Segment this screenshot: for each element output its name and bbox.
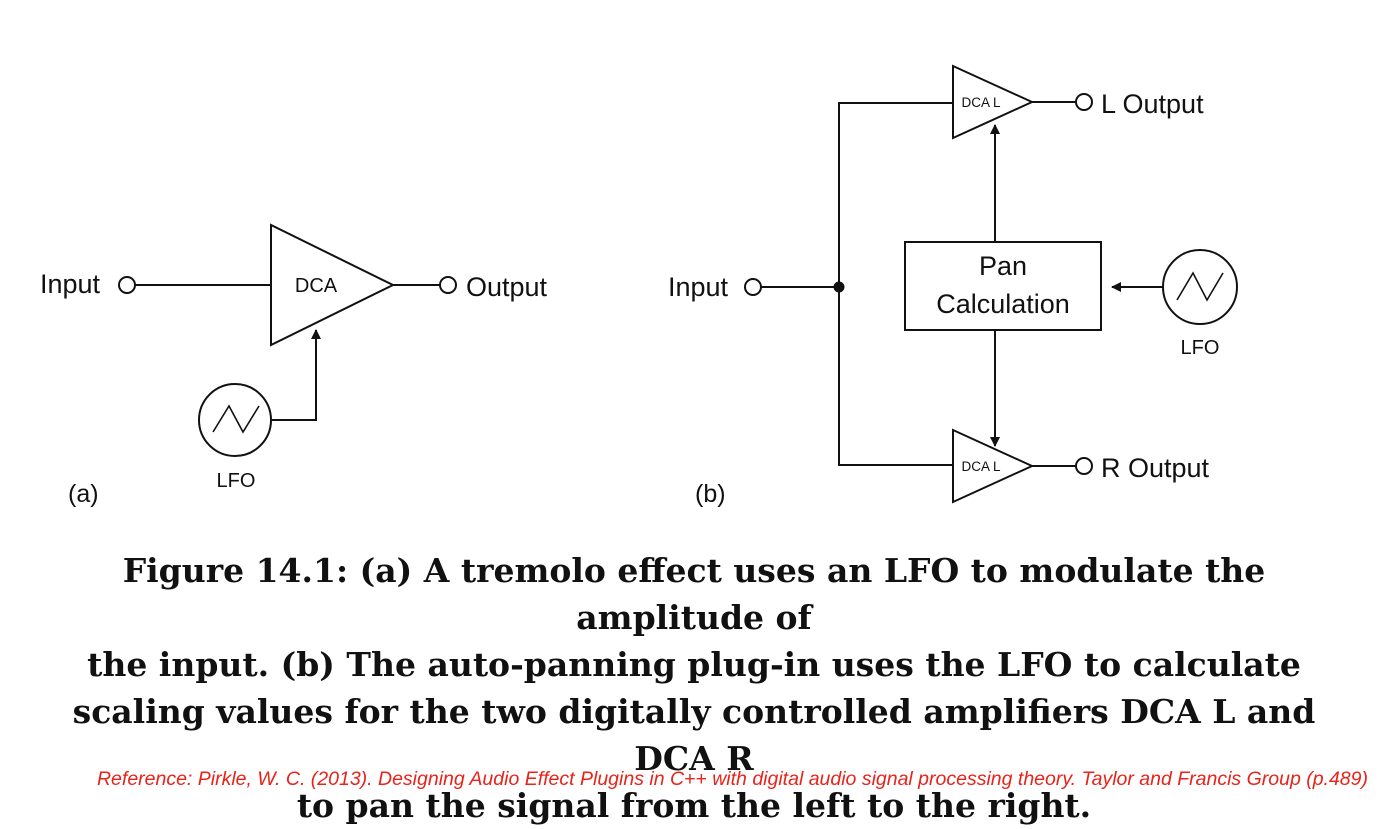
input-jack-b: [744, 278, 762, 296]
dca-r-amplifier: [952, 428, 1035, 504]
input-jack-a: [118, 276, 136, 294]
pan-label-line2: Calculation: [936, 289, 1070, 319]
lfo-control-wire-a: [271, 329, 321, 421]
diagram-a: [118, 223, 457, 457]
input-label-b: Input: [668, 272, 729, 302]
lfo-wave-b: [1176, 271, 1224, 302]
dca-label-a: DCA: [295, 275, 338, 297]
dca-l-label: DCA L: [961, 95, 1001, 110]
caption-line-2: the input. (b) The auto-panning plug-in …: [87, 645, 1301, 684]
dca-amplifier-a: [270, 223, 396, 347]
caption-line-3: scaling values for the two digitally con…: [72, 692, 1316, 778]
lfo-oscillator-a: [198, 383, 272, 457]
reference-citation: Reference: Pirkle, W. C. (2013). Designi…: [96, 768, 1368, 790]
diagram-b: [744, 64, 1238, 504]
r-output-label: R Output: [1101, 453, 1210, 483]
top-branch-wire: [838, 102, 953, 287]
panel-label-a: (a): [68, 480, 99, 508]
lfo-label-b: LFO: [1181, 337, 1220, 359]
caption-line-1: Figure 14.1: (a) A tremolo effect uses a…: [122, 551, 1266, 637]
panel-label-b: (b): [695, 480, 726, 508]
bottom-branch-wire: [838, 287, 953, 466]
r-output-jack: [1075, 457, 1093, 475]
input-label-a: Input: [40, 269, 101, 299]
lfo-wave-a: [212, 404, 260, 434]
pan-calculation-block: [904, 241, 1102, 331]
output-jack-a: [439, 276, 457, 294]
dca-l-amplifier: [952, 64, 1035, 140]
dca-r-label: DCA L: [961, 459, 1001, 474]
pan-label-line1: Pan: [979, 251, 1027, 281]
signal-flow-diagram: Input DCA Output LFO (a) Input DCA L DCA…: [40, 64, 1238, 508]
l-output-jack: [1075, 93, 1093, 111]
l-output-label: L Output: [1101, 89, 1204, 119]
lfo-label-a: LFO: [217, 470, 256, 492]
output-label-a: Output: [466, 272, 548, 302]
